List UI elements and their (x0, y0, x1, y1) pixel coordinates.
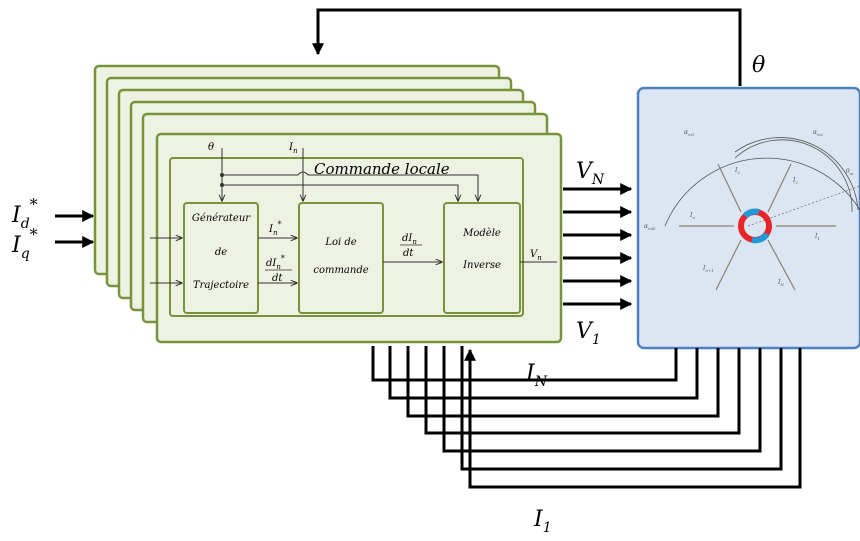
commande-locale-box (169, 157, 524, 317)
junction-dot-1 (220, 173, 224, 177)
generateur-line1: Générateur (192, 213, 251, 224)
iq-star-label: Iq* (11, 225, 38, 262)
in-star-label: In* (268, 220, 281, 237)
loi-line1: Loi de (324, 237, 356, 248)
motor-schematic (664, 137, 860, 291)
theta-top-label: θ (752, 53, 765, 78)
vn-out-label: Vn (530, 249, 542, 262)
theta-m-label: θm (846, 168, 854, 176)
l1-label: I1 (814, 233, 820, 241)
l2-label: I2 (792, 177, 798, 185)
modele-line1: Modèle (462, 228, 501, 239)
generateur-line2: de (215, 247, 227, 258)
internal-signals (150, 148, 557, 283)
in-in-label: In (288, 142, 298, 155)
modele-line2: Inverse (462, 260, 501, 271)
junction-dot-2 (220, 183, 224, 187)
lN-label: IN (777, 279, 784, 287)
alpha-m2-label: αm2 (813, 129, 824, 137)
vn-label: VN (576, 159, 605, 188)
loi-commande-block (298, 202, 384, 314)
ln-label: In (689, 212, 695, 220)
ln1-label: In+1 (702, 265, 714, 273)
loi-line2: commande (313, 265, 368, 276)
alpha-mn-label: αmN (644, 223, 656, 231)
din-num: dIn (402, 233, 417, 246)
din-den: dt (403, 248, 414, 259)
din-star-den: dt (272, 273, 283, 284)
theta-feedback-line (312, 8, 742, 86)
current-feedback-lines (371, 346, 802, 489)
commande-locale-label: Commande locale (314, 160, 450, 178)
l3-label: I3 (734, 167, 740, 175)
din-star-num: dIn* (266, 254, 285, 271)
generateur-line3: Trajectoire (193, 280, 249, 291)
voltage-output-arrows (563, 183, 633, 310)
i1-label: I1 (533, 507, 552, 536)
id-star-label: Id* (11, 195, 38, 232)
generateur-block (183, 202, 259, 314)
in-label: IN (525, 361, 548, 390)
alpha-m1-label: αm1 (684, 129, 694, 137)
theta-in-label: θ (208, 142, 214, 153)
modele-inverse-block (443, 202, 521, 314)
rotor-ring-blue-2 (751, 232, 770, 244)
rotor-ring-blue-1 (742, 208, 760, 219)
v1-label: V1 (576, 319, 601, 348)
motor-box (636, 86, 860, 350)
